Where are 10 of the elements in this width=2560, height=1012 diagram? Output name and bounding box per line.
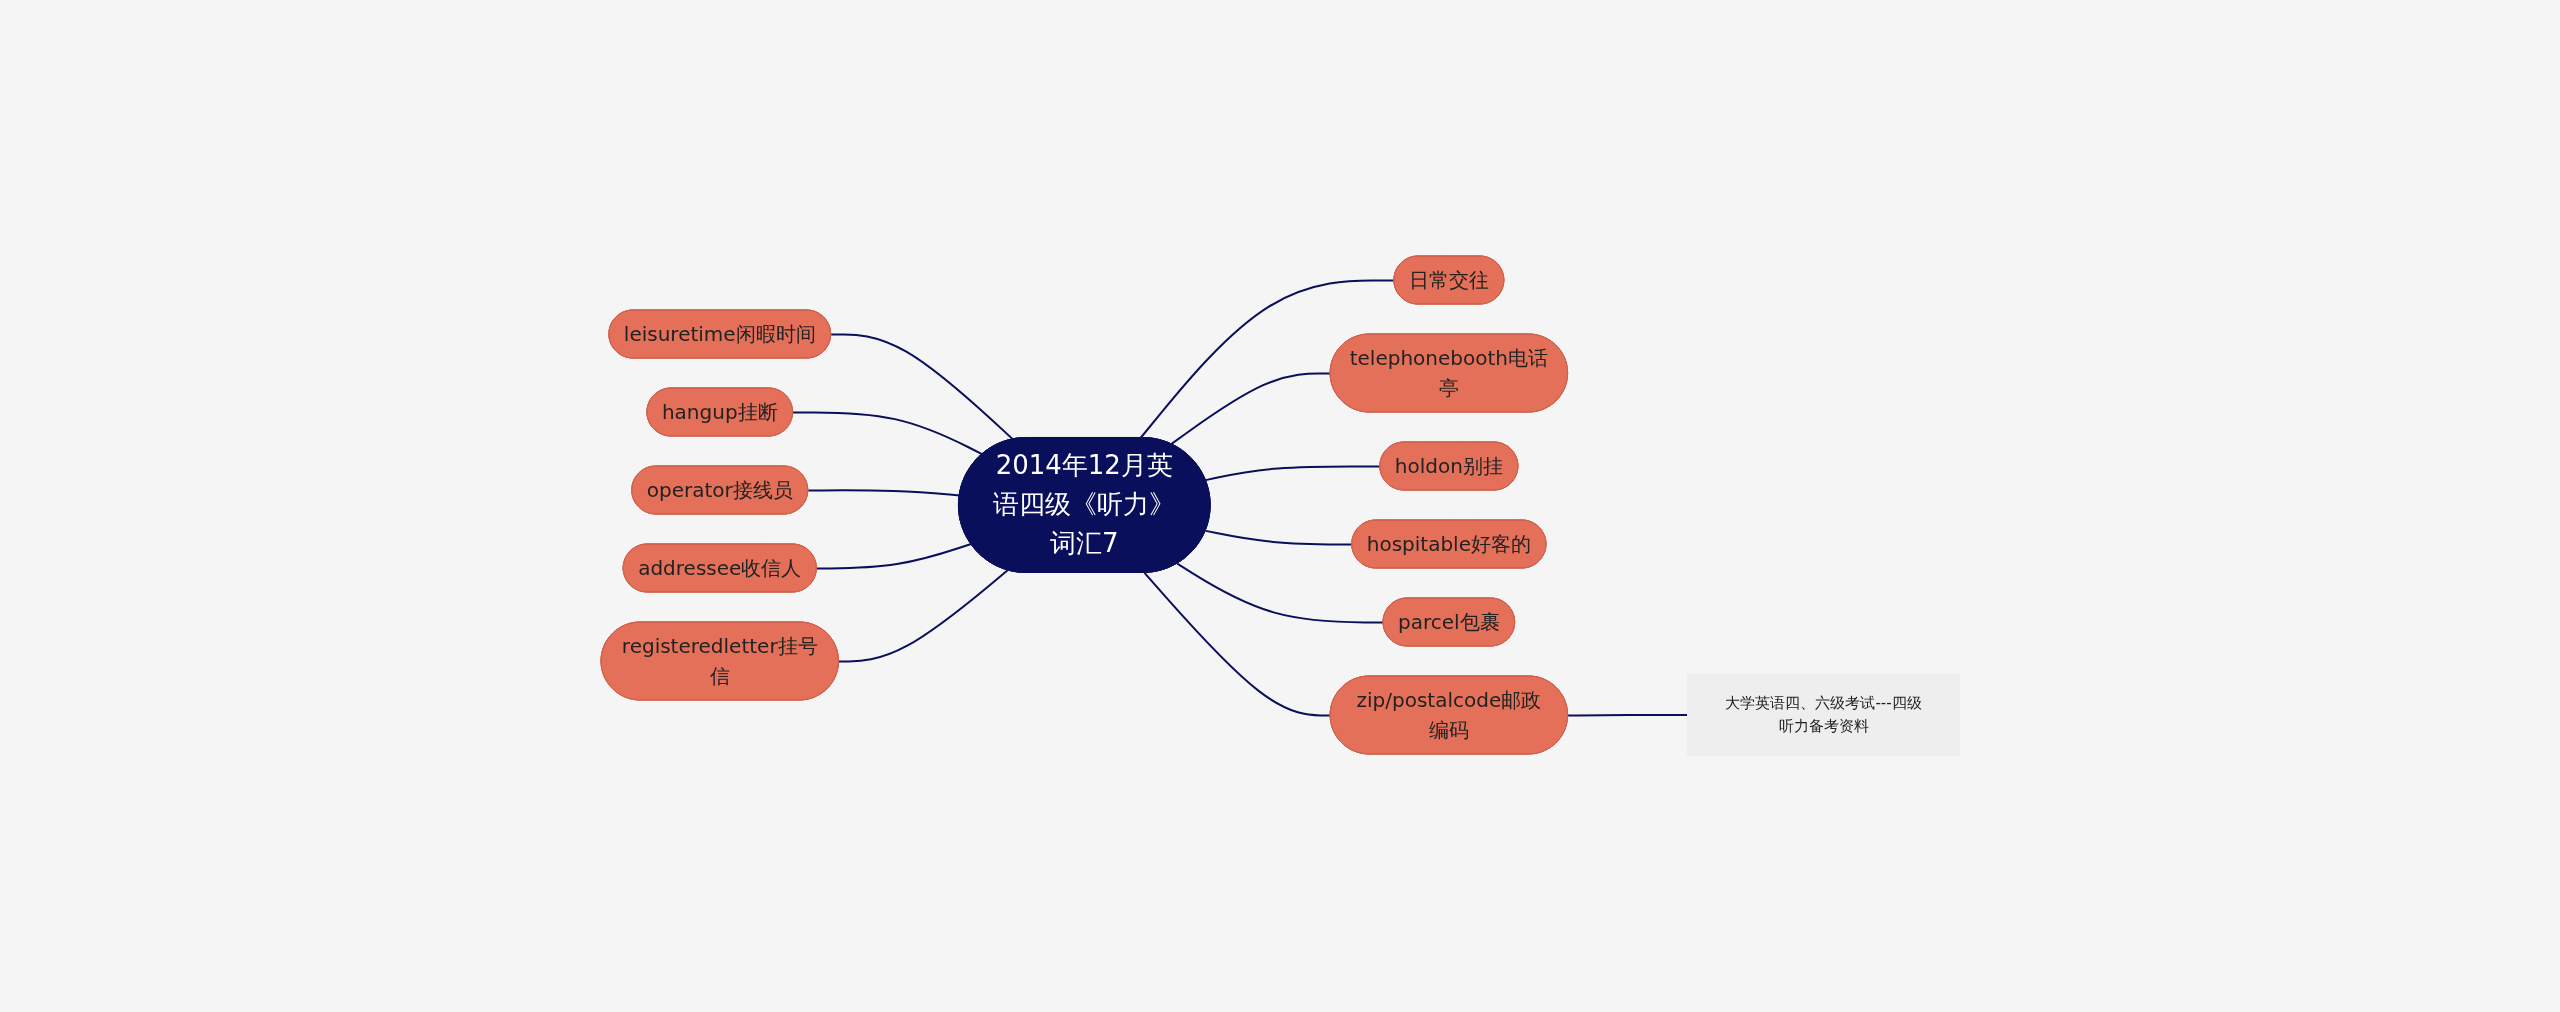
node-box: 大学英语四、六级考试---四级听力备考资料	[1686, 674, 1960, 757]
connector	[1204, 530, 1353, 546]
connector	[1169, 372, 1332, 446]
connector	[791, 411, 984, 456]
connector	[837, 569, 1009, 663]
connector	[1566, 714, 1689, 717]
connector	[1143, 572, 1332, 717]
connector	[829, 333, 1014, 441]
connector	[815, 543, 972, 570]
connector	[806, 489, 961, 497]
